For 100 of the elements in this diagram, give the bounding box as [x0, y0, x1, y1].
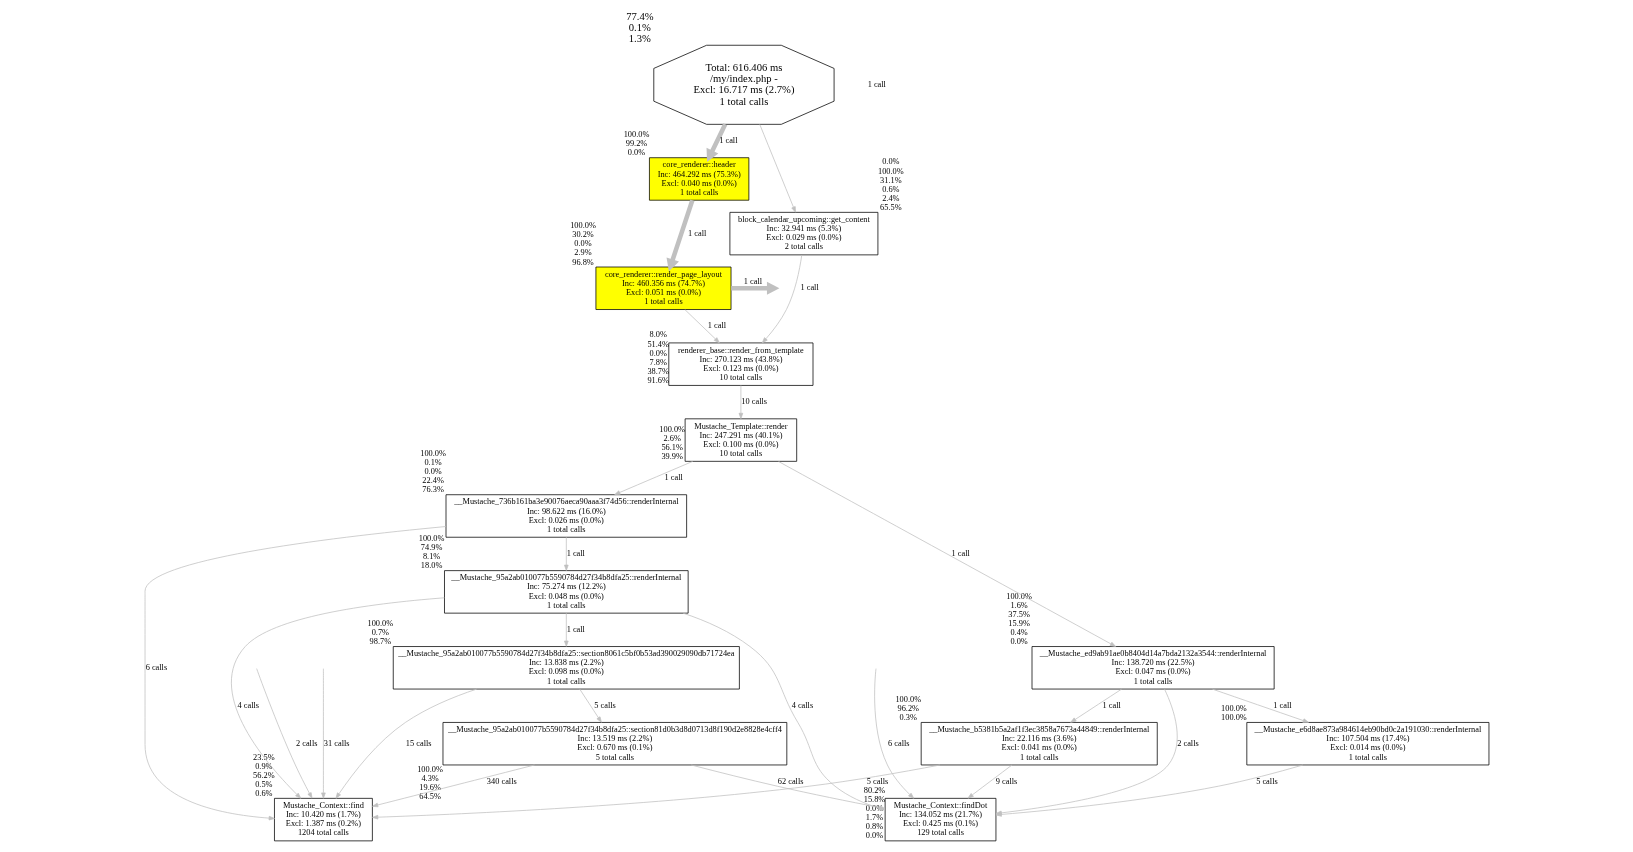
label: 1 call — [867, 79, 886, 89]
edge-label: 5 calls — [866, 776, 888, 786]
node-label: 31.1% — [879, 175, 902, 185]
node-label: 19.6% — [418, 782, 441, 792]
node-label: 22.4% — [421, 476, 444, 486]
node-label: 0.9% — [254, 761, 273, 771]
node-label: 0.3% — [899, 713, 917, 723]
node-box: Mustache_Template::render Inc: 247.291 ms (40.1%) Excl: 0.100 ms (0.0%) 10 total calls — [684, 418, 797, 462]
node-box: core_renderer::render_page_layout Inc: 460.356 ms (74.7%) Excl: 0.051 ms (0.0%) 1 total calls — [595, 266, 731, 310]
edge-label: 10 calls — [740, 397, 767, 407]
arrow — [563, 612, 569, 647]
node-label: 38.7% — [646, 366, 669, 376]
node-label: 0.0% — [648, 348, 667, 358]
edge-label: 4 calls — [237, 700, 259, 710]
node-label: 100.0% — [877, 166, 904, 176]
node-label: 0.5% — [254, 779, 273, 789]
arrow — [255, 668, 312, 799]
node-label: 100.0% — [894, 694, 921, 704]
node-label: 77.4% — [625, 10, 654, 22]
arrow — [563, 536, 569, 571]
node-box: Mustache_Context::find Inc: 10.420 ms (1.7%) Excl: 1.387 ms (0.2%) 1204 total calls — [273, 798, 373, 842]
arrow — [1069, 688, 1122, 723]
node-label: 91.6% — [646, 376, 669, 385]
node-label: 18.0% — [420, 561, 442, 571]
edge-label: 1 call — [707, 321, 726, 331]
node-label: 100.0% — [419, 448, 446, 458]
node-label: 0.6% — [254, 788, 273, 798]
node-label: 7.8% — [648, 357, 667, 367]
edge-label: 1 call — [566, 624, 585, 634]
edge-label: 1 call — [743, 276, 762, 286]
node-box: __Mustache_ed9ab91ae0b8404d14a7bda2132a3544::renderInternal Inc: 138.720 ms (22.5%) Excl: 0.047 ms (0.0%) 1 total calls — [1031, 646, 1275, 690]
arrow — [613, 461, 693, 495]
node-label: 100.0% — [658, 424, 685, 434]
edge-label: 5 calls — [1255, 776, 1278, 786]
node-label: 1.6% — [1009, 600, 1028, 610]
node-label: 76.3% — [421, 485, 444, 495]
node-label: 99.2% — [625, 139, 647, 149]
node-label: 100.0% — [367, 618, 393, 628]
node-label: 30.2% — [571, 230, 594, 240]
edge-label: 1 call — [799, 283, 819, 293]
node-label: 0.0% — [881, 157, 899, 167]
edge-label: 2 calls — [1176, 738, 1199, 748]
node-label: 15.9% — [1007, 618, 1030, 628]
node-label: 2.9% — [573, 248, 592, 258]
node-label: 2.6% — [663, 433, 681, 443]
node-label: 74.9% — [420, 542, 442, 552]
arrow — [738, 385, 743, 419]
node-label: 0.0% — [573, 239, 592, 249]
node-label: 39.9% — [660, 451, 683, 461]
node-label: 65.5% — [879, 202, 902, 212]
edge-label: 2 calls — [295, 738, 317, 748]
node-label: 0.6% — [881, 184, 899, 194]
edge-label: 1 call — [951, 549, 970, 559]
node-label: 0.0% — [423, 467, 442, 477]
node-box: __Mustache_95a2ab010077b5590784d27f34b8dfa25::section8061c5bf0b53ad390029090db71724ea Inc: 13.838 ms (2.2%) Excl: 0.098 ms (0.0%) 1 total calls — [392, 646, 740, 690]
node-label: 100.0% — [418, 533, 444, 543]
arrow — [578, 688, 602, 723]
node-label: 0.0% — [1009, 637, 1028, 647]
arrow — [761, 254, 802, 344]
node-label: 0.4% — [1009, 628, 1028, 638]
node-label: 56.2% — [252, 770, 275, 780]
arrow — [706, 123, 727, 162]
edge-label: 6 calls — [887, 738, 910, 748]
node-box: core_renderer::header Inc: 464.292 ms (75.3%) Excl: 0.040 ms (0.0%) 1 total calls — [648, 157, 749, 201]
edge-label: 6 calls — [145, 662, 167, 672]
edge-label: 1 call — [718, 136, 738, 146]
arrow — [758, 124, 796, 213]
node-label: 15.8% — [863, 795, 885, 804]
edge-label: 15 calls — [405, 738, 432, 748]
edge-label: 1 call — [664, 473, 683, 483]
node-label: 100.0% — [1005, 591, 1032, 601]
arrow — [730, 281, 779, 295]
node-label: 23.5% — [252, 752, 275, 762]
node-label: 0.1% — [628, 22, 651, 34]
node-label: 1.3% — [628, 33, 651, 45]
arrow — [666, 199, 695, 272]
node-label: 64.5% — [418, 791, 441, 801]
node-label: 1.7% — [865, 813, 883, 823]
node-label: 56.1% — [660, 442, 683, 452]
arrow — [967, 764, 1012, 799]
node-label: 96.2% — [897, 703, 919, 713]
node-label: 0.0% — [865, 831, 883, 841]
node-label: 0.7% — [371, 628, 389, 638]
node-box: __Mustache_95a2ab010077b5590784d27f34b8dfa25::renderInternal Inc: 75.274 ms (12.2%) Excl: 0.048 ms (0.0%) 1 total calls — [443, 570, 689, 614]
edge-label: 5 calls — [593, 700, 616, 710]
arrow — [335, 688, 477, 799]
node-label: 100.0% — [1220, 713, 1247, 723]
node-label: 0.0% — [627, 148, 645, 158]
arrow — [777, 461, 1116, 647]
node-label: 100.0% — [623, 130, 649, 140]
node-label: 0.8% — [865, 822, 883, 832]
arrow — [1211, 688, 1309, 723]
arrow — [371, 764, 940, 820]
arrow — [873, 668, 914, 799]
arrow — [320, 668, 326, 799]
edge-label: 31 calls — [323, 738, 350, 748]
node-label: 100.0% — [1220, 703, 1247, 713]
node-box: __Mustache_b5381b5a2af1f3ec3858a7673a44849::renderInternal Inc: 22.116 ms (3.6%) Excl: 0.041 ms (0.0%) 1 total calls — [920, 722, 1158, 766]
edge-label: 4 calls — [791, 700, 813, 710]
edge-label: 62 calls — [777, 776, 803, 786]
